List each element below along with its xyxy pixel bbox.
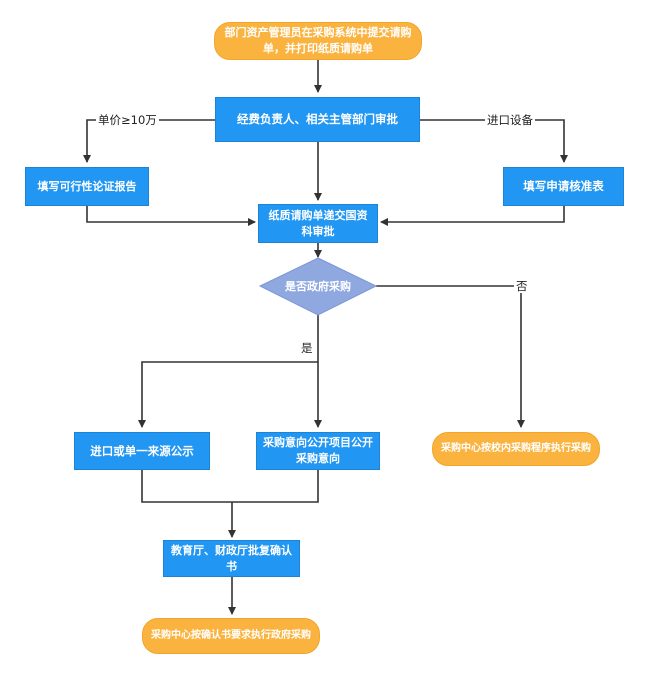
edge-label-no: 否 xyxy=(514,279,530,293)
edge-label-price-threshold: 单价≥10万 xyxy=(96,113,159,127)
gov-procure-node: 采购中心按确认书要求执行政府采购 xyxy=(142,618,320,654)
intent-public-node: 采购意向公开项目公开采购意向 xyxy=(256,432,380,470)
decision-diamond xyxy=(258,257,378,316)
edge-label-import-equipment: 进口设备 xyxy=(485,113,535,127)
start-node: 部门资产管理员在采购系统中提交请购单，并打印纸质请购单 xyxy=(214,22,422,60)
edu-finance-node: 教育厅、财政厅批复确认书 xyxy=(163,540,300,577)
import-form-node: 填写申请核准表 xyxy=(503,167,624,206)
approve-head-node: 经费负责人、相关主管部门审批 xyxy=(215,97,420,142)
import-single-source-node: 进口或单一来源公示 xyxy=(74,432,210,470)
campus-procure-node: 采购中心按校内采购程序执行采购 xyxy=(432,432,600,466)
edge-approve-to-feasibility xyxy=(83,119,215,163)
edge-label-yes: 是 xyxy=(299,341,315,355)
edge-decision-yes-left xyxy=(138,361,318,428)
edge-feasibility-to-paper xyxy=(86,206,256,226)
decision-label: 是否政府采购 xyxy=(285,280,351,293)
feasibility-node: 填写可行性论证报告 xyxy=(25,167,149,206)
edge-to-edu-finance xyxy=(141,470,319,537)
paper-submit-node: 纸质请购单递交国资科审批 xyxy=(258,204,378,243)
edge-decision-no xyxy=(376,285,525,428)
edge-approve-to-import-form xyxy=(420,119,568,163)
edge-import-form-to-paper xyxy=(380,206,565,226)
